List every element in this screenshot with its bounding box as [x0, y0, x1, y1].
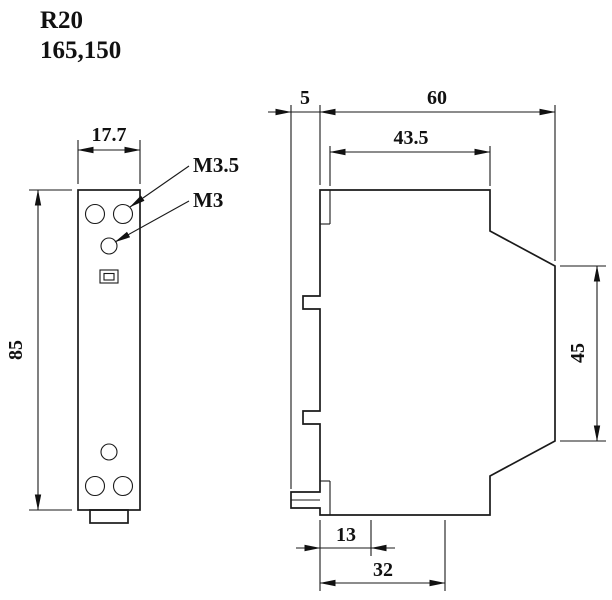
bottom-offset-value: 13 [336, 524, 356, 546]
nose-height-value: 45 [567, 343, 589, 363]
terminal-screw-bottom-right [112, 475, 134, 497]
screw-label-m35: M3.5 [193, 153, 239, 177]
total-depth-value: 60 [427, 87, 447, 109]
dimension-mount-depth: 43.5 [329, 127, 491, 186]
reference-numbers: 165,150 [40, 37, 121, 64]
bottom-width-value: 32 [373, 559, 393, 581]
screw-label-m3: M3 [193, 188, 223, 212]
terminal-screw-m3 [100, 237, 118, 255]
dimension-front-width: 17.7 [77, 124, 141, 184]
front-height-value: 85 [5, 340, 27, 360]
callout-m3: M3 [114, 188, 223, 243]
leader-line [129, 165, 190, 208]
din-clip-tab [89, 509, 129, 524]
terminal-screw-top-right [112, 203, 134, 225]
terminal-screw-bottom-left [84, 475, 106, 497]
side-view-outline [290, 189, 556, 516]
indicator-window-inner [103, 272, 115, 281]
indicator-window [99, 269, 119, 284]
front-view: 17.7 85 M3.5 M3 [5, 124, 239, 524]
side-view: 5 60 43.5 45 [268, 87, 606, 591]
dimension-bottom: 13 32 [296, 520, 446, 591]
terminal-screw-bottom-single [100, 443, 118, 461]
model-number: R20 [40, 7, 83, 34]
clip-depth-value: 5 [300, 87, 310, 109]
dimension-clip-and-depth: 5 60 [268, 87, 556, 489]
dimension-nose-height: 45 [560, 265, 606, 442]
mount-depth-value: 43.5 [394, 127, 429, 149]
terminal-screw-top-left [84, 203, 106, 225]
leader-line [114, 200, 190, 243]
front-width-value: 17.7 [92, 124, 127, 146]
dimension-front-height: 85 [5, 189, 72, 511]
title-block: R20 165,150 [40, 7, 121, 64]
callout-m35: M3.5 [129, 153, 239, 208]
